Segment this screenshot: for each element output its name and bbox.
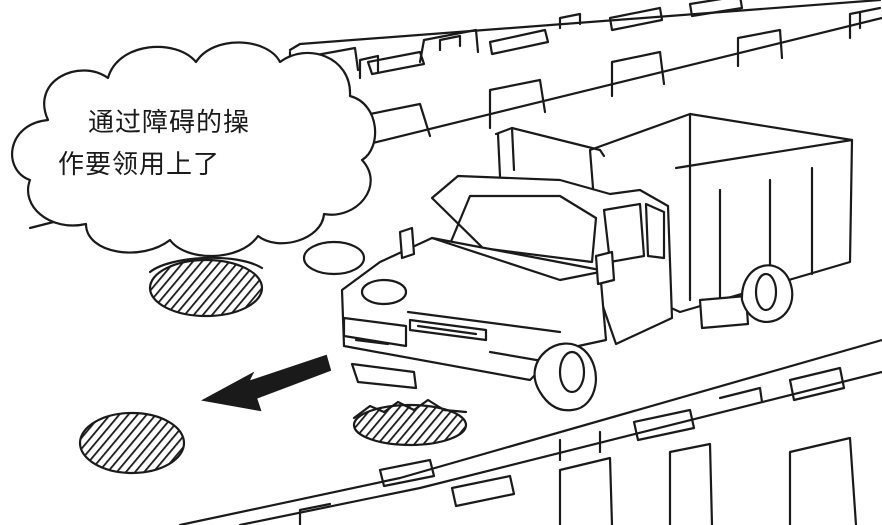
speech-line-1: 通过障碍的操 <box>88 108 251 138</box>
pothole-under-truck <box>352 398 468 447</box>
rear-wheels <box>698 264 794 330</box>
speech-line-2: 作要领用上了 <box>58 150 221 180</box>
lower-road-edge <box>178 338 882 525</box>
pothole-lower-left <box>78 411 186 475</box>
arrow-left-icon <box>201 354 332 412</box>
front-left-wheel <box>350 362 418 390</box>
speech-bubble-text: 通过障碍的操 作要领用上了 <box>58 102 318 186</box>
dump-truck <box>340 112 854 412</box>
thought-bubble <box>11 41 377 276</box>
front-wheel <box>533 342 598 412</box>
pothole-upper <box>148 256 264 318</box>
